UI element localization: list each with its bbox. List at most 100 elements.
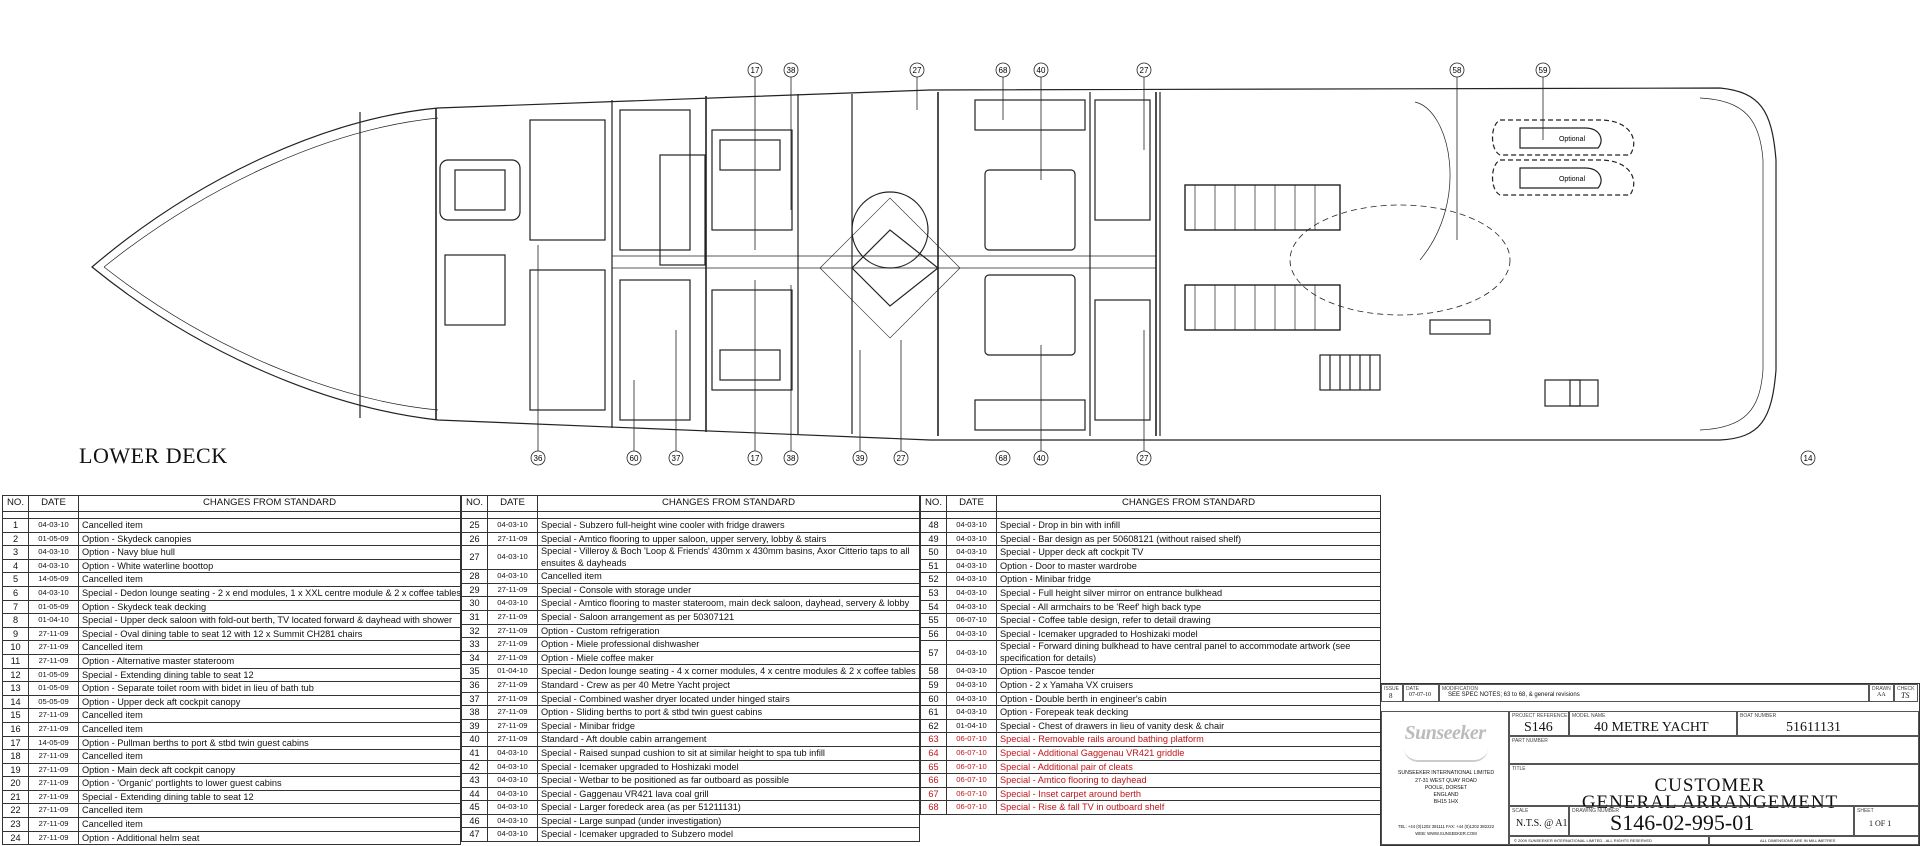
row-number: 65 — [920, 759, 947, 775]
row-date: 04-03-10 — [487, 518, 538, 533]
callout-marker: 17 — [747, 450, 763, 466]
row-number: 5 — [2, 572, 29, 587]
row-number: 19 — [2, 762, 29, 778]
row-number: 47 — [461, 827, 488, 843]
spacer-cell — [487, 511, 538, 519]
row-date: 04-03-10 — [487, 827, 538, 843]
row-date: 04-03-10 — [487, 745, 538, 761]
row-number: 33 — [461, 637, 488, 652]
row-date: 04-03-10 — [946, 572, 997, 587]
row-date: 04-03-10 — [946, 599, 997, 615]
row-date: 06-07-10 — [946, 732, 997, 747]
row-change: Special - Bar design as per 50608121 (wi… — [996, 531, 1381, 547]
row-date: 27-11-09 — [487, 718, 538, 734]
row-number: 37 — [461, 691, 488, 707]
row-number: 51 — [920, 558, 947, 574]
address-line: ENGLAND — [1433, 792, 1459, 798]
title-line-1: CUSTOMER — [1654, 775, 1766, 796]
row-number: 25 — [461, 518, 488, 533]
row-number: 21 — [2, 789, 29, 805]
callout-number: 39 — [856, 454, 865, 463]
row-number: 41 — [461, 745, 488, 761]
callout-number: 14 — [1804, 454, 1813, 463]
row-date: 27-11-09 — [28, 749, 79, 764]
row-number: 43 — [461, 773, 488, 788]
row-date: 04-03-10 — [946, 664, 997, 679]
row-change: Standard - Crew as per 40 Metre Yacht pr… — [537, 677, 920, 693]
callout-marker: 58 — [1449, 62, 1465, 78]
row-number: 17 — [2, 735, 29, 751]
row-date: 27-11-09 — [487, 705, 538, 720]
row-change: Cancelled item — [537, 569, 920, 584]
row-number: 55 — [920, 613, 947, 628]
row-change: Option - Minibar fridge — [996, 572, 1381, 587]
callout-marker: 40 — [1033, 62, 1049, 78]
title-line-2: GENERAL ARRANGEMENT — [1581, 792, 1839, 813]
row-date: 04-03-10 — [946, 518, 997, 533]
row-change: Cancelled item — [78, 721, 461, 737]
callout-number: 58 — [1453, 66, 1462, 75]
row-number: 60 — [920, 691, 947, 707]
callout-marker: 59 — [1535, 62, 1551, 78]
row-date: 04-03-10 — [28, 585, 79, 601]
callout-number: 60 — [630, 454, 639, 463]
row-date: 01-05-09 — [28, 531, 79, 547]
column-header-changes: CHANGES FROM STANDARD — [996, 495, 1381, 512]
row-change: Special - Amtico flooring to master stat… — [537, 596, 920, 611]
table-spacer-row — [2, 511, 461, 519]
row-change: Standard - Aft double cabin arrangement — [537, 732, 920, 747]
row-number: 12 — [2, 667, 29, 683]
row-number: 46 — [461, 813, 488, 829]
row-number: 39 — [461, 718, 488, 734]
row-number: 18 — [2, 749, 29, 764]
row-date: 06-07-10 — [946, 613, 997, 628]
company-web: WEB: WWW.SUNSEEKER.COM — [1415, 831, 1477, 836]
row-change: Option - White waterline boottop — [78, 558, 461, 574]
address-line: 27-31 WEST QUAY ROAD — [1415, 778, 1477, 784]
row-change: Cancelled item — [78, 749, 461, 764]
row-change: Option - Pullman berths to port & stbd t… — [78, 735, 461, 751]
spacer-cell — [946, 511, 997, 519]
row-date: 04-03-10 — [946, 558, 997, 574]
callout-marker: 36 — [530, 450, 546, 466]
column-header-date: DATE — [946, 495, 997, 512]
table-spacer-row — [461, 511, 920, 519]
row-date: 04-03-10 — [487, 813, 538, 829]
row-change: Cancelled item — [78, 640, 461, 655]
row-change: Special - Amtico flooring to upper saloo… — [537, 531, 920, 547]
column-header-changes: CHANGES FROM STANDARD — [537, 495, 920, 512]
row-change: Special - Larger foredeck area (as per 5… — [537, 800, 920, 815]
row-change: Special - Dedon lounge seating - 4 x cor… — [537, 664, 920, 679]
row-change: Option - Skydeck teak decking — [78, 599, 461, 615]
row-date: 27-11-09 — [28, 789, 79, 805]
row-number: 62 — [920, 718, 947, 734]
spacer-cell — [996, 511, 1381, 519]
row-change: Special - Oval dining table to seat 12 w… — [78, 626, 461, 642]
row-change: Special - Inset carpet around berth — [996, 786, 1381, 802]
row-change: Cancelled item — [78, 817, 461, 832]
row-change: Option - Pascoe tender — [996, 664, 1381, 679]
